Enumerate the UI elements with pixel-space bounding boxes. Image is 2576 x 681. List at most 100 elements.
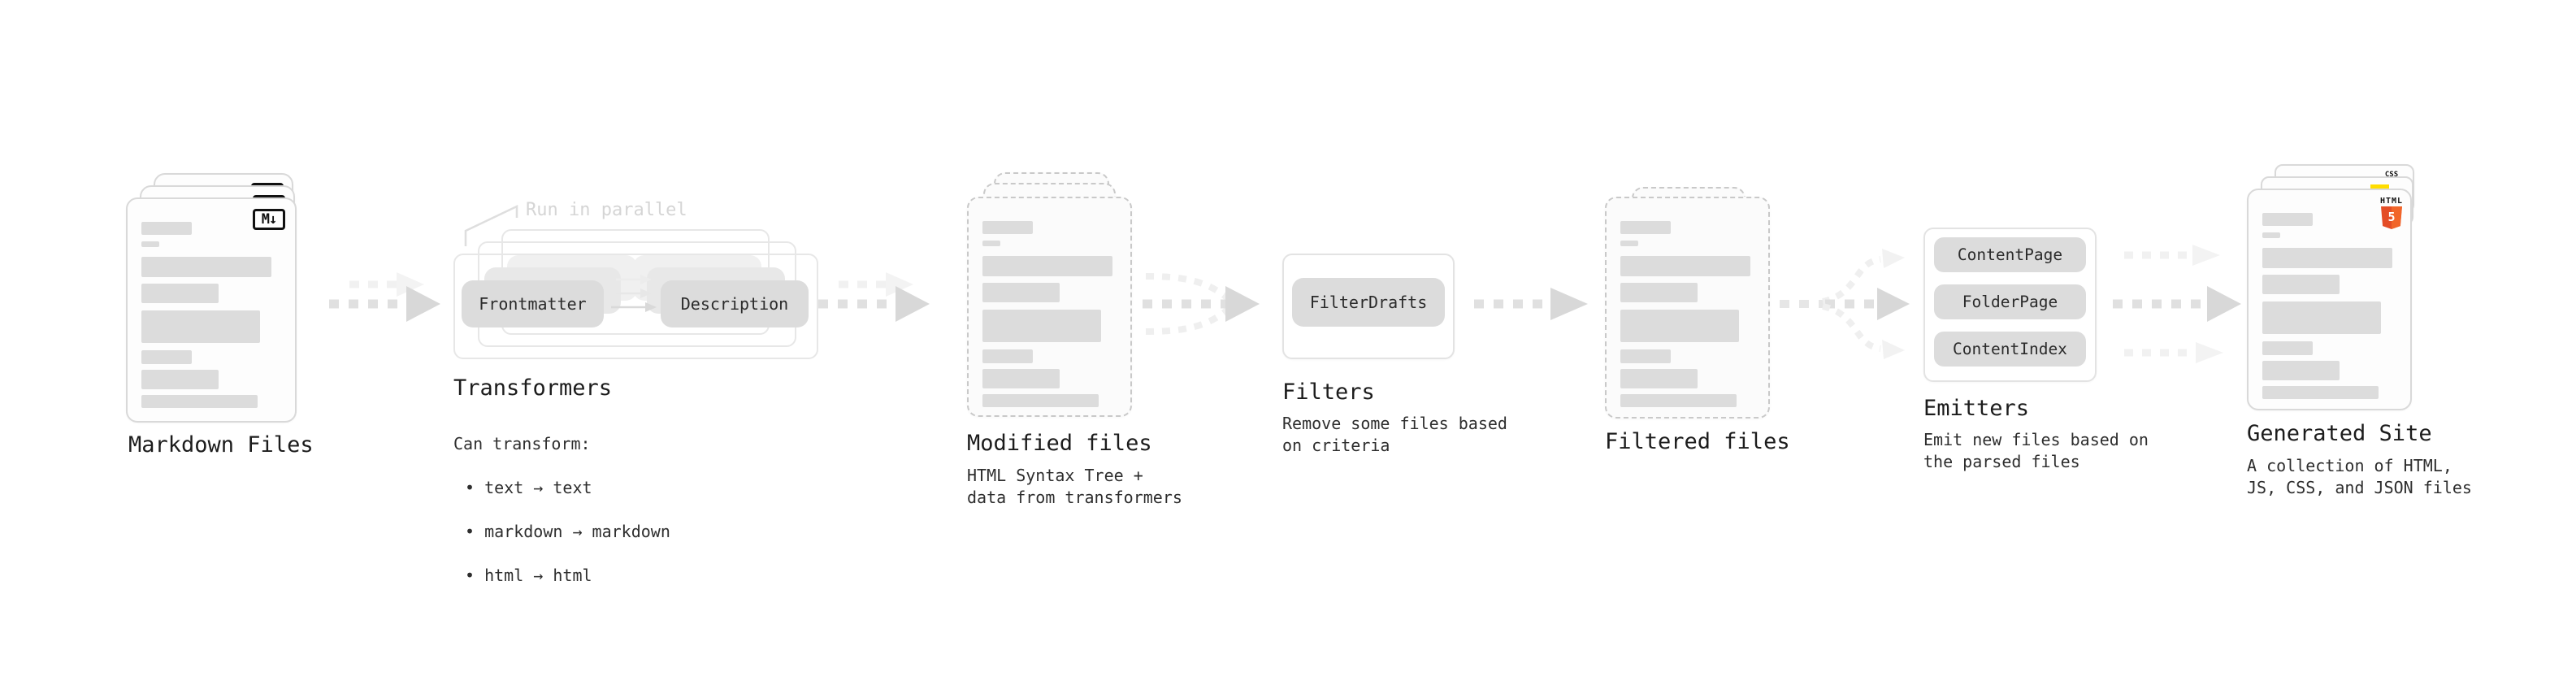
- transform-bullet: • text → text: [453, 477, 670, 499]
- filters-title: Filters: [1282, 380, 1375, 405]
- transform-bullet: • markdown → markdown: [453, 521, 670, 543]
- can-transform-intro: Can transform:: [453, 434, 591, 453]
- placeholder-line: [1620, 394, 1737, 407]
- filtered-files-title: Filtered files: [1605, 429, 1790, 454]
- merge-curve-top: [1145, 273, 1231, 302]
- arrow-head: [1877, 288, 1910, 320]
- leader-path: [464, 205, 518, 246]
- arrow-head: [896, 286, 930, 322]
- placeholder-line: [141, 350, 192, 364]
- css-label: CSS: [2384, 171, 2399, 179]
- mini-arrow-head: [640, 275, 652, 284]
- arrow-ghost-head: [2192, 245, 2220, 266]
- placeholder-line: [141, 241, 159, 247]
- placeholder-line: [2262, 301, 2381, 334]
- mini-arrow-head: [645, 302, 657, 312]
- html5-label: HTML: [2379, 197, 2404, 206]
- fan-head-top: [1882, 249, 1905, 268]
- placeholder-line: [982, 310, 1101, 342]
- fan-head-bottom: [1882, 340, 1905, 359]
- html5-icon: HTML 5: [2379, 197, 2404, 229]
- placeholder-line: [2262, 275, 2340, 294]
- markdown-files-title: Markdown Files: [128, 432, 314, 458]
- placeholder-line: [982, 256, 1112, 276]
- note-leader-line: [464, 205, 518, 246]
- arrow-ghost-head: [886, 272, 913, 297]
- placeholder-line: [982, 221, 1033, 234]
- arrow-head: [1550, 288, 1588, 320]
- arrow-modified-to-filters: [1143, 273, 1260, 335]
- bullet-glyph: •: [465, 522, 475, 541]
- arrow-filtered-to-emitters: [1780, 249, 1910, 359]
- placeholder-line: [1620, 310, 1739, 342]
- arrow-head: [2207, 286, 2241, 322]
- html5-number: 5: [2387, 210, 2396, 224]
- placeholder-line: [141, 395, 258, 408]
- placeholder-line: [1620, 283, 1698, 302]
- html-file-card-front: HTML 5: [2247, 189, 2412, 410]
- placeholder-line: [2262, 341, 2313, 355]
- frontmatter-pill: Frontmatter: [462, 280, 604, 327]
- filterdrafts-pill: FilterDrafts: [1292, 278, 1445, 327]
- transformers-description: Can transform: • text → text • markdown …: [453, 411, 670, 609]
- pill-transform-arrows: [611, 275, 657, 312]
- placeholder-line: [2262, 232, 2280, 238]
- generated-site-description: A collection of HTML, JS, CSS, and JSON …: [2247, 456, 2472, 497]
- bullet-glyph: •: [465, 566, 475, 585]
- placeholder-line: [141, 257, 271, 277]
- arrow-head: [406, 286, 440, 322]
- transformers-title: Transformers: [453, 375, 613, 401]
- mini-arrow-head: [640, 288, 652, 298]
- placeholder-line: [982, 394, 1099, 407]
- placeholder-line: [982, 349, 1033, 363]
- arrow-transformers-to-modified: [818, 272, 930, 322]
- placeholder-line: [982, 241, 1000, 246]
- bullet-text: text → text: [484, 478, 592, 497]
- merge-curve-bottom: [1145, 306, 1231, 335]
- placeholder-line: [141, 222, 192, 235]
- arrow-head: [1225, 286, 1260, 322]
- placeholder-line: [141, 284, 219, 303]
- folderpage-pill: FolderPage: [1934, 284, 2086, 319]
- emitters-title: Emitters: [1923, 396, 2030, 421]
- arrow-markdown-to-transformers: [329, 272, 440, 322]
- transformer-layer-front: [453, 254, 818, 359]
- bullet-text: html → html: [484, 566, 592, 585]
- markdown-file-card-front: M↓: [126, 197, 297, 423]
- placeholder-line: [2262, 213, 2313, 226]
- html5-shield-highlight: [2392, 206, 2402, 229]
- placeholder-line: [141, 310, 260, 343]
- placeholder-line: [982, 369, 1060, 388]
- description-pill: Description: [661, 280, 809, 327]
- modified-files-description: HTML Syntax Tree + data from transformer…: [967, 466, 1182, 507]
- emitters-description: Emit new files based on the parsed files: [1923, 430, 2149, 471]
- arrow-ghost-head: [2196, 342, 2223, 363]
- placeholder-line: [1620, 221, 1671, 234]
- bullet-glyph: •: [465, 478, 475, 497]
- placeholder-line: [2262, 361, 2340, 380]
- transform-bullet: • html → html: [453, 565, 670, 587]
- placeholder-line: [141, 370, 219, 389]
- bullet-text: markdown → markdown: [484, 522, 670, 541]
- arrow-emitters-to-generated: [2113, 245, 2241, 363]
- filtered-file-card-front: [1605, 197, 1770, 419]
- filters-description: Remove some files based on criteria: [1282, 414, 1507, 455]
- placeholder-line: [2262, 248, 2392, 268]
- generated-site-title: Generated Site: [2247, 421, 2432, 446]
- placeholder-line: [1620, 241, 1638, 246]
- modified-files-title: Modified files: [967, 431, 1152, 456]
- placeholder-line: [1620, 369, 1698, 388]
- modified-file-card-front: [967, 197, 1132, 417]
- html5-shield: 5: [2381, 206, 2402, 229]
- fan-curve-bottom: [1822, 303, 1881, 352]
- contentindex-pill: ContentIndex: [1934, 332, 2086, 367]
- arrow-filters-to-filtered: [1474, 288, 1588, 320]
- arrow-ghost-head: [397, 272, 424, 297]
- placeholder-line: [1620, 256, 1750, 276]
- contentpage-pill: ContentPage: [1934, 237, 2086, 272]
- placeholder-line: [1620, 349, 1671, 363]
- fan-curve-top: [1822, 256, 1881, 305]
- placeholder-line: [982, 283, 1060, 302]
- run-in-parallel-note: Run in parallel: [526, 200, 687, 220]
